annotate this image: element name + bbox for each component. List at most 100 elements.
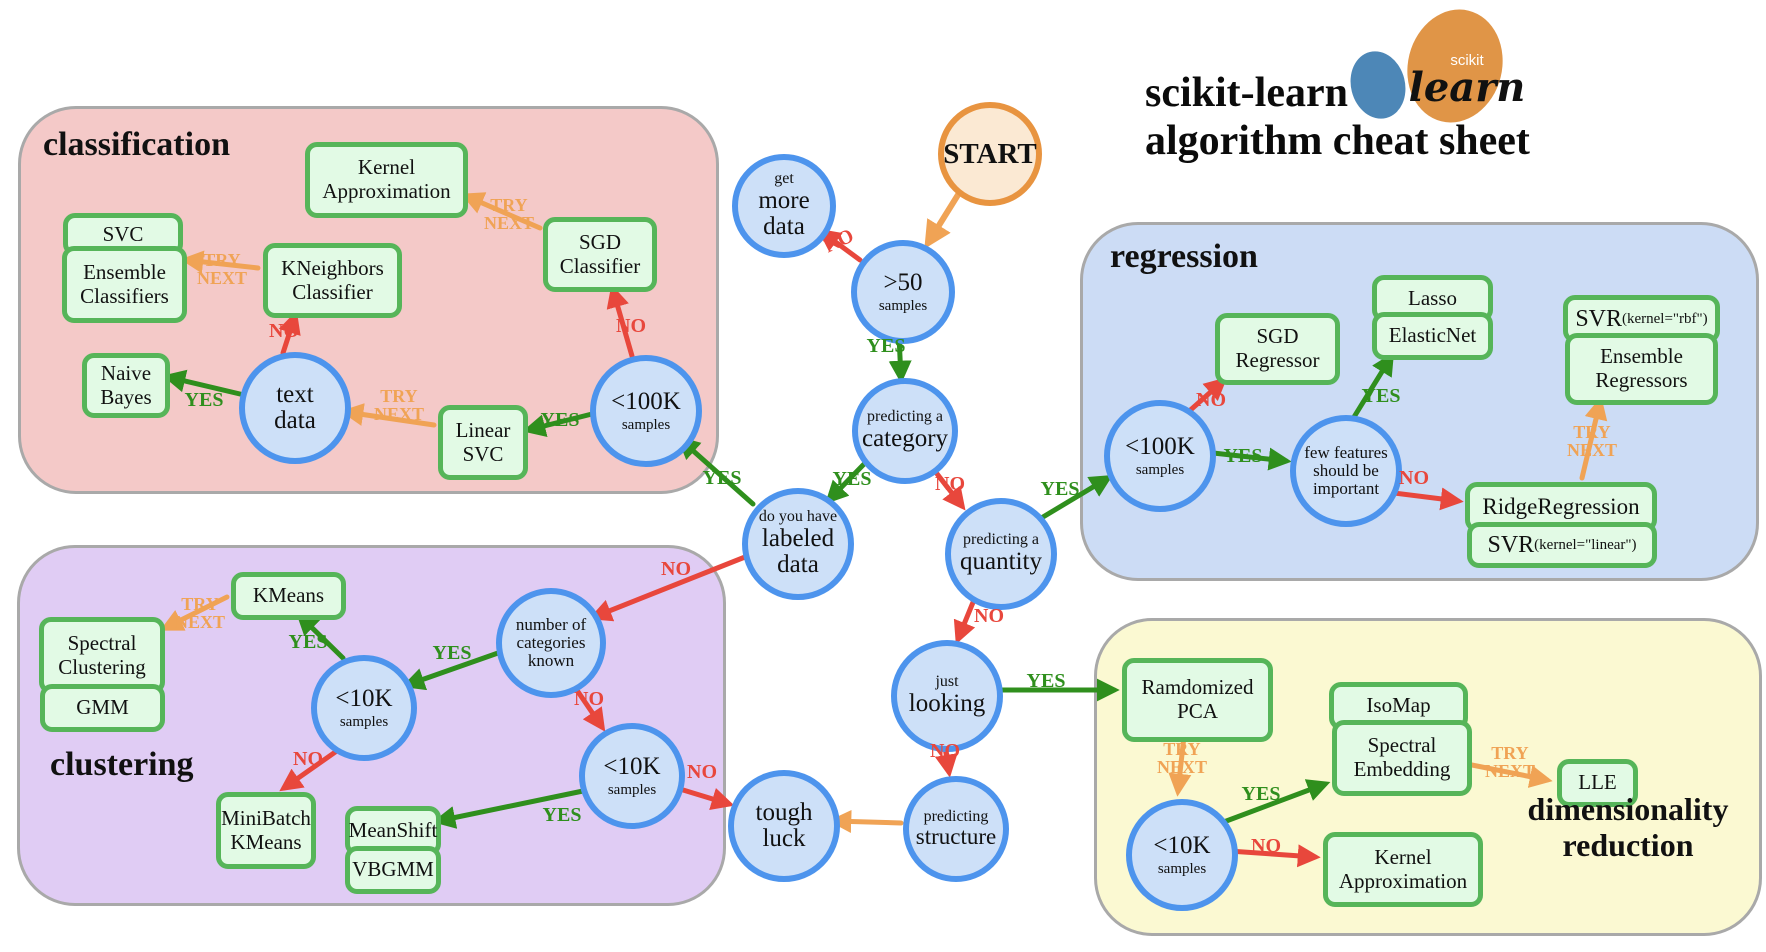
- node-text: labeled data: [761, 525, 835, 579]
- edge-100k-to-sgd-regressor: [1183, 377, 1228, 417]
- node-100k-classification: <100K samples: [590, 355, 702, 467]
- node-predicting-category: predicting a category: [852, 378, 958, 484]
- page-title-line2: algorithm cheat sheet: [1145, 118, 1530, 164]
- edge-label-no: NO: [930, 740, 960, 762]
- page-title-line1: scikit-learn: [1145, 70, 1348, 116]
- logo-learn-text: learn: [1408, 64, 1526, 111]
- node-text: quantity: [960, 548, 1042, 576]
- node-text: text data: [274, 380, 316, 434]
- edge-10k-to-kernel-approx-dimred: [1226, 844, 1321, 868]
- edge-linear-svc-to-text-data: [340, 403, 437, 428]
- algo-kmeans: KMeans: [231, 572, 346, 620]
- edge-label-no: NO: [1196, 389, 1226, 411]
- edge-label-no: NO: [574, 688, 604, 710]
- algo-minibatch-kmeans: MiniBatch KMeans: [216, 792, 316, 869]
- edge-ridge-to-ensemble-regressors: [1579, 396, 1608, 481]
- algo-elasticnet: ElasticNet: [1372, 312, 1493, 360]
- edge-labeled-to-100k-classification: [676, 436, 756, 507]
- edge-label-yes: YES: [702, 467, 742, 489]
- edge-structure-to-tough-luck: [828, 810, 904, 834]
- edge-label-yes: YES: [1361, 385, 1401, 407]
- algo-ensemble-regressors: Ensemble Regressors: [1565, 333, 1718, 405]
- edge-label-no: NO: [1251, 835, 1281, 857]
- algo-sgd-classifier: SGD Classifier: [543, 217, 657, 292]
- edge-labeled-to-number-categories: [588, 554, 748, 622]
- algo-gmm: GMM: [40, 684, 165, 732]
- node-predicting-quantity: predicting a quantity: [945, 498, 1057, 610]
- edge-label-try-next: TRY NEXT: [373, 386, 425, 424]
- edge-100k-to-sgd-classifier: [606, 284, 635, 359]
- node-few-features: few features should be important: [1290, 415, 1402, 527]
- algo-kernel-approximation: Kernel Approximation: [305, 142, 468, 218]
- node-text: tough luck: [755, 798, 813, 852]
- edge-kneighbors-to-ensemble: [180, 250, 261, 274]
- node-text: get: [774, 170, 794, 188]
- node-text: samples: [339, 713, 389, 730]
- edge-label-no: NO: [661, 558, 691, 580]
- node-text: do you have: [758, 508, 838, 526]
- regression-title: regression: [1110, 238, 1258, 275]
- edge-label-yes: YES: [866, 335, 906, 357]
- node-10k-dimred: <10K samples: [1126, 799, 1238, 911]
- node-text: predicting: [923, 807, 989, 825]
- edge-pca-to-10k-dimred: [1168, 733, 1192, 797]
- edge-label-try-next: TRY NEXT: [1484, 743, 1536, 781]
- edge-10k-to-minibatch: [279, 745, 344, 792]
- node-text: samples: [878, 297, 928, 314]
- edge-label-no: NO: [687, 761, 717, 783]
- algo-kernel-approximation-dimred: Kernel Approximation: [1323, 832, 1483, 907]
- edge-label-no: NO: [293, 748, 323, 770]
- node-text: predicting a: [867, 408, 943, 426]
- edge-category-to-labeled: [824, 459, 869, 505]
- logo-blobs-icon: [1350, 9, 1503, 123]
- edge-label-yes: YES: [1241, 783, 1281, 805]
- dimensionality-reduction-title: dimensionality reduction: [1527, 791, 1729, 863]
- edge-label-no: NO: [269, 320, 299, 342]
- algo-text: (kernel="rbf"): [1622, 310, 1708, 327]
- node-tough-luck: tough luck: [728, 770, 840, 882]
- edge-10k-to-meanshift: [432, 788, 586, 829]
- node-50-samples: >50 samples: [851, 240, 955, 344]
- edge-label-no: NO: [974, 605, 1004, 627]
- algo-linear-svc: Linear SVC: [438, 405, 528, 480]
- edges: [159, 187, 1608, 868]
- algo-meanshift: MeanShift: [345, 806, 441, 856]
- edge-10k-to-spectral-embedding: [1218, 779, 1331, 826]
- node-text: just: [935, 673, 959, 691]
- node-text: samples: [607, 781, 657, 798]
- edge-label-yes: YES: [432, 642, 472, 664]
- edge-label-yes: YES: [288, 631, 328, 653]
- algo-lle: LLE: [1557, 759, 1638, 807]
- edge-spectral-embedding-to-lle: [1464, 761, 1553, 788]
- edge-label-no: NO: [1399, 467, 1429, 489]
- node-text: predicting a: [963, 531, 1039, 549]
- algo-ensemble-classifiers: Ensemble Classifiers: [62, 246, 187, 323]
- node-text: <100K: [611, 387, 681, 415]
- node-text: more data: [758, 187, 810, 241]
- edge-sgd-to-kernel-approx: [460, 192, 543, 231]
- edge-label-try-next: TRY NEXT: [1566, 422, 1618, 460]
- node-text: >50: [883, 268, 923, 296]
- scikit-learn-logo: scikit learn: [1340, 8, 1530, 128]
- edge-10k-to-kmeans: [295, 611, 346, 661]
- edge-categories-to-10k-left: [401, 650, 501, 691]
- algo-spectral-embedding: Spectral Embedding: [1332, 720, 1472, 796]
- node-10k-clustering-left: <10K samples: [311, 655, 417, 761]
- edge-text-to-kneighbors: [278, 310, 301, 356]
- start-node: START: [938, 102, 1042, 206]
- node-text: number of categories known: [515, 615, 587, 670]
- edge-start-to-50samples: [924, 187, 964, 249]
- node-predicting-structure: predicting structure: [903, 776, 1009, 882]
- logo-scikit-text: scikit: [1450, 52, 1484, 69]
- node-text: <10K: [1153, 831, 1211, 859]
- node-text: <10K: [603, 752, 661, 780]
- node-text: samples: [1135, 461, 1185, 478]
- algo-kneighbors-classifier: KNeighbors Classifier: [263, 243, 402, 318]
- node-text: structure: [915, 824, 997, 850]
- node-number-categories: number of categories known: [496, 588, 606, 698]
- node-text: samples: [621, 416, 671, 433]
- edge-label-yes: YES: [1026, 670, 1066, 692]
- algo-naive-bayes: Naive Bayes: [82, 353, 170, 418]
